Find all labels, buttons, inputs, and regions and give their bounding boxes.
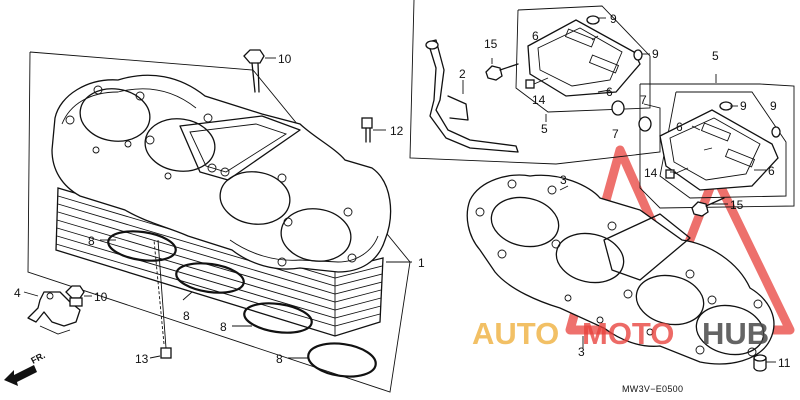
callout-5a: 5 [541, 122, 548, 136]
breather-pipe-2 [425, 39, 519, 153]
front-arrow: FR. [4, 350, 47, 386]
washer-9a [586, 15, 600, 25]
callout-15a: 15 [484, 37, 498, 51]
callout-6a: 6 [532, 29, 539, 43]
callout-7a: 7 [612, 127, 619, 141]
bolt-15-upper [485, 63, 519, 81]
callout-6b: 6 [606, 85, 613, 99]
callout-15b: 15 [730, 198, 744, 212]
flange-nut-10-bracket [65, 285, 85, 307]
diagram-code: MW3V−E0500 [622, 384, 683, 394]
callout-9b: 9 [652, 47, 659, 61]
bracket-4 [27, 291, 81, 335]
callout-3-top: 3 [560, 173, 567, 187]
bolt-15-lower [691, 197, 725, 217]
dowel-pin-11 [753, 354, 767, 372]
callout-1: 1 [418, 256, 425, 270]
cylinder-top-deck [51, 74, 392, 273]
cylinder-fins [55, 187, 384, 337]
callout-9c: 9 [740, 99, 747, 113]
callout-2: 2 [459, 67, 466, 81]
cylinder-bore-1 [79, 88, 151, 142]
flange-nut-10-top [243, 49, 265, 93]
watermark-moto: MOTO [582, 316, 674, 351]
front-label: FR. [29, 350, 46, 366]
callout-11: 11 [778, 356, 791, 370]
watermark-text: AUTO MOTO HUB [472, 316, 769, 351]
washer-9b [633, 49, 643, 61]
callout-9d: 9 [770, 99, 777, 113]
washer-7b [638, 116, 652, 132]
callout-12: 12 [390, 124, 404, 138]
reed-cover-upper [527, 19, 641, 97]
callout-8a: 8 [88, 234, 95, 248]
callout-10b: 10 [94, 290, 108, 304]
callout-8b: 8 [183, 309, 190, 323]
callout-5b: 5 [712, 49, 719, 63]
bolt-14-upper [525, 77, 549, 89]
cylinder-bore-3 [219, 171, 291, 225]
cylinder-bore-2 [144, 118, 216, 172]
o-rings [107, 230, 377, 378]
watermark-hub: HUB [702, 316, 769, 351]
callout-8d: 8 [276, 352, 283, 366]
bolt-14-lower [665, 167, 689, 179]
head-gasket-3 [466, 174, 775, 365]
callout-9a: 9 [610, 12, 617, 26]
callout-7b: 7 [640, 93, 647, 107]
callout-13: 13 [135, 352, 149, 366]
washer-9d [771, 126, 781, 138]
callout-14b: 14 [644, 166, 658, 180]
callout-10a: 10 [278, 52, 292, 66]
leader-lines-right [462, 17, 776, 363]
callout-8c: 8 [220, 320, 227, 334]
callout-4: 4 [14, 286, 21, 300]
cylinder-frame [27, 51, 411, 393]
callout-6d: 6 [768, 164, 775, 178]
bolt-13 [153, 239, 172, 359]
watermark-auto: AUTO [472, 316, 559, 351]
breather-frame-lower [639, 83, 795, 209]
callout-14a: 14 [532, 93, 546, 107]
callout-3: 3 [578, 345, 585, 359]
washer-7a [611, 100, 625, 116]
leader-lines-left [23, 57, 412, 359]
callout-labels: 10 12 1 8 8 8 8 4 10 13 15 2 14 5 6 9 9 … [14, 12, 791, 370]
callout-6c: 6 [676, 120, 683, 134]
bolt-12 [361, 117, 373, 143]
breather-frame-upper [409, 0, 661, 165]
